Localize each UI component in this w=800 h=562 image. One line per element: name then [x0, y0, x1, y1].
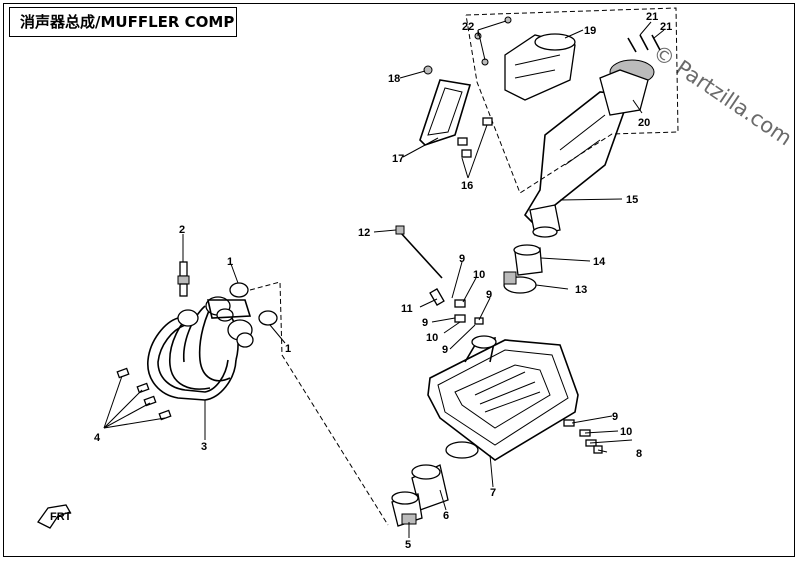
- gasket-1-upper: [229, 282, 249, 298]
- leader-lines: [103, 20, 665, 538]
- oxygen-sensor: [177, 261, 190, 297]
- callout-9-b: 9: [486, 289, 492, 301]
- callout-18: 18: [388, 73, 400, 85]
- diagram-title: 消声器总成/MUFFLER COMP: [20, 13, 235, 31]
- callout-19: 19: [584, 25, 596, 37]
- callout-3: 3: [201, 441, 207, 453]
- long-bolt-head: [395, 225, 405, 235]
- callout-1-lower: 1: [285, 343, 291, 355]
- callout-16: 16: [461, 180, 473, 192]
- callout-10-b: 10: [426, 332, 438, 344]
- callout-21-a: 21: [646, 11, 658, 23]
- silencer-cover: [504, 33, 576, 101]
- callout-20: 20: [638, 117, 650, 129]
- gasket-1-lower: [258, 310, 278, 326]
- end-cap: [599, 59, 655, 116]
- heat-shield: [419, 65, 472, 146]
- callout-6: 6: [443, 510, 449, 522]
- callout-10-c: 10: [620, 426, 632, 438]
- callout-9-e: 9: [612, 411, 618, 423]
- callout-1-upper: 1: [227, 256, 233, 268]
- outlet-clamp: [391, 491, 423, 527]
- title-box: [9, 7, 237, 37]
- callout-7: 7: [490, 487, 496, 499]
- front-arrow-icon: FRT: [37, 504, 72, 529]
- callout-9-a: 9: [459, 253, 465, 265]
- studs: [116, 367, 172, 421]
- muffler-body: [427, 335, 579, 461]
- callout-10-a: 10: [473, 269, 485, 281]
- mounting-hardware: [429, 288, 603, 454]
- callout-11: 11: [401, 303, 413, 315]
- callout-17: 17: [392, 153, 404, 165]
- header-pipe: [147, 296, 254, 401]
- intermediate-pipe: [513, 244, 543, 276]
- front-arrow-label: FRT: [50, 511, 72, 523]
- callout-4: 4: [94, 432, 101, 444]
- callout-8: 8: [636, 448, 642, 460]
- callout-labels: 1 1 2 3 4 5 6 7 8 9 9 9 9 9 10 10 10 11 …: [94, 11, 672, 551]
- assembly-outline-exhaust: [249, 281, 389, 526]
- callout-15: 15: [626, 194, 638, 206]
- callout-14: 14: [593, 256, 606, 268]
- drawing-frame: [3, 3, 795, 557]
- callout-9-c: 9: [422, 317, 428, 329]
- clip-nuts: [457, 117, 493, 158]
- callout-9-d: 9: [442, 344, 448, 356]
- outlet-pipe: [411, 441, 479, 511]
- callout-13: 13: [575, 284, 587, 296]
- callout-12: 12: [358, 227, 370, 239]
- small-screws: [474, 16, 661, 66]
- callout-2: 2: [179, 224, 185, 236]
- callout-21-b: 21: [660, 21, 672, 33]
- callout-22: 22: [462, 21, 474, 33]
- callout-5: 5: [405, 539, 411, 551]
- long-bolt: [399, 231, 443, 279]
- pipe-clamp: [503, 271, 537, 294]
- assembly-outline-top: [465, 7, 679, 194]
